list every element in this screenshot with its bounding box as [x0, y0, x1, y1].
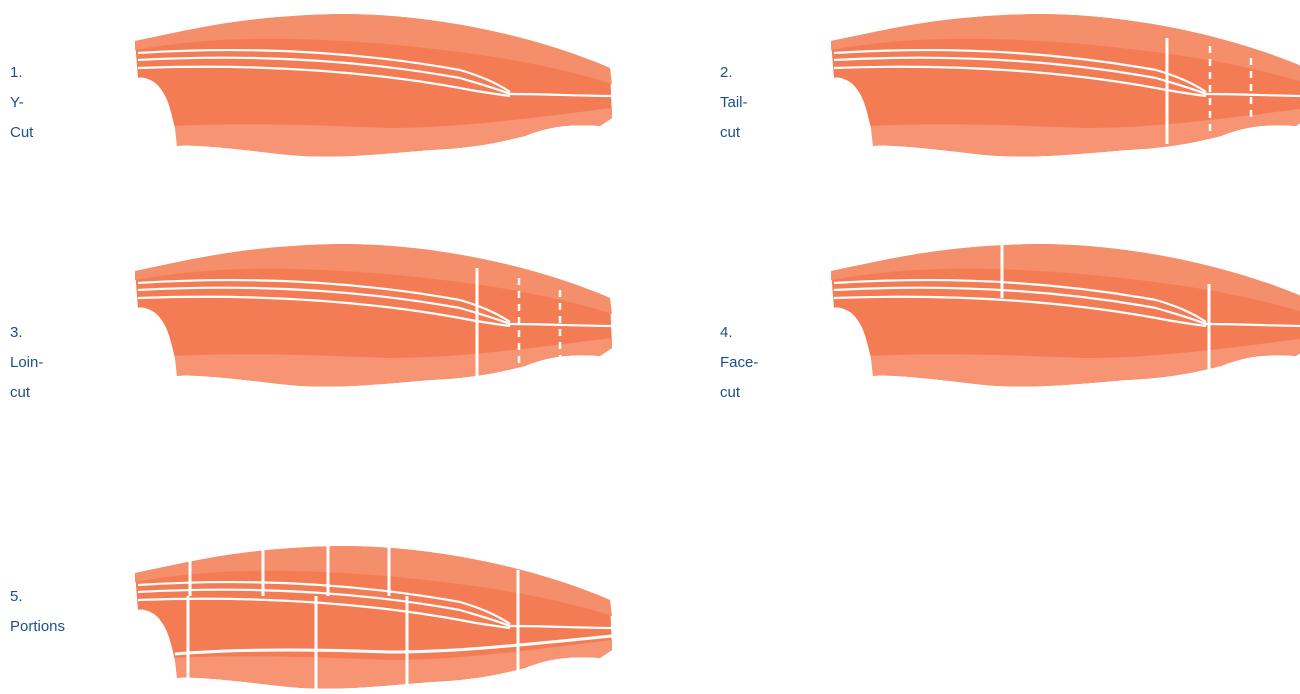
- step-label: 1. Y-Cut: [10, 58, 33, 148]
- salmon-fillet-illustration: [130, 238, 614, 390]
- step-label: 5. Portions: [10, 582, 65, 642]
- salmon-fillet-illustration: [130, 540, 614, 692]
- step-name: Tail-cut: [720, 88, 748, 148]
- step-number: 4.: [720, 318, 758, 348]
- salmon-fillet-illustration: [826, 8, 1300, 160]
- fillet-svg: [130, 8, 614, 160]
- step-name: Y-Cut: [10, 88, 33, 148]
- step-label: 2. Tail-cut: [720, 58, 748, 148]
- fillet-svg: [826, 238, 1300, 390]
- step-label: 4. Face-cut: [720, 318, 758, 408]
- step-number: 5.: [10, 582, 65, 612]
- step-label: 3. Loin-cut: [10, 318, 43, 408]
- step-name: Loin-cut: [10, 348, 43, 408]
- fillet-svg: [826, 8, 1300, 160]
- step-number: 2.: [720, 58, 748, 88]
- salmon-fillet-illustration: [130, 8, 614, 160]
- fillet-svg: [130, 540, 614, 692]
- step-name: Portions: [10, 612, 65, 642]
- step-name: Face-cut: [720, 348, 758, 408]
- salmon-fillet-illustration: [826, 238, 1300, 390]
- fillet-svg: [130, 238, 614, 390]
- step-number: 3.: [10, 318, 43, 348]
- step-number: 1.: [10, 58, 33, 88]
